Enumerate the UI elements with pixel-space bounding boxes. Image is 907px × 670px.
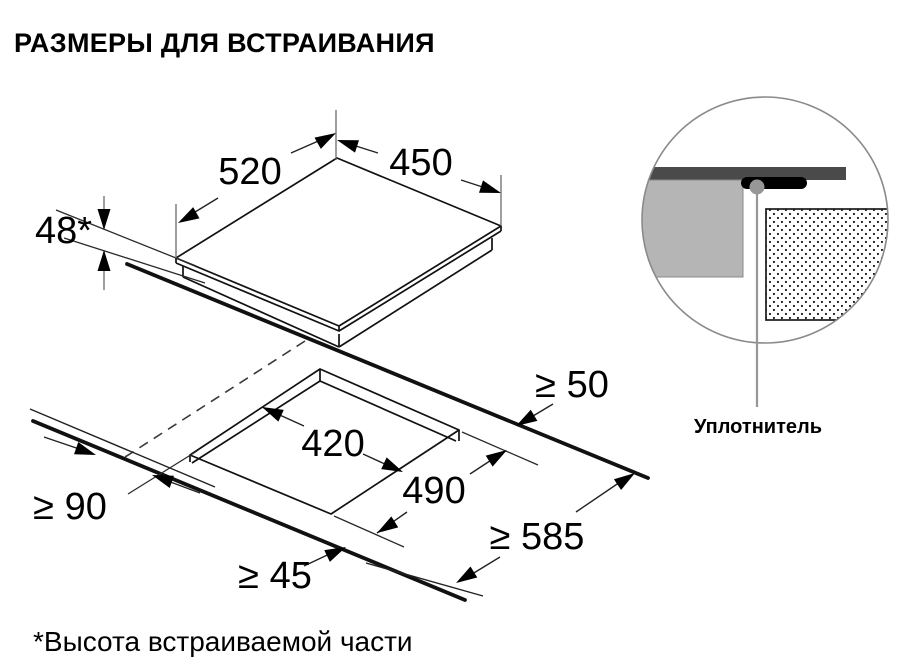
front-edge-extension — [365, 562, 484, 597]
worktop-cutout — [189, 368, 460, 515]
arrowhead-icon — [479, 180, 503, 200]
dim-585-label: ≥ 585 — [490, 516, 585, 558]
worktop-drawing — [29, 262, 650, 602]
dim-90-label: ≥ 90 — [33, 486, 107, 528]
dim-hob-depth: 450 — [335, 133, 503, 226]
dim-hob-width: 520 — [174, 110, 340, 258]
hob-drawing — [175, 157, 502, 348]
dim-cutout-depth: 420 — [259, 401, 406, 478]
dim-height-label: 48* — [35, 210, 92, 252]
callout-point — [749, 179, 765, 195]
worktop-back-edge — [125, 262, 650, 480]
arrowhead-icon — [97, 250, 111, 271]
cutout-inner-walls — [189, 369, 460, 464]
seal-detail-view: Уплотнитель — [641, 96, 889, 438]
dim-built-in-height: 48* — [35, 196, 206, 290]
dim-490-label: 490 — [402, 470, 465, 512]
footnote: *Высота встраиваемой части — [33, 626, 413, 657]
worktop-section-hatched — [765, 208, 888, 321]
arrowhead-icon — [174, 207, 200, 229]
extension-line — [63, 237, 206, 284]
dimension-line — [43, 436, 201, 494]
dim-front-clearance: ≥ 45 — [238, 541, 349, 597]
hob-plate-section — [642, 167, 846, 180]
hob-glass-edge — [175, 226, 502, 332]
drop-in-alignment-dashed-line — [121, 340, 306, 460]
page-title: РАЗМЕРЫ ДЛЯ ВСТРАИВАНИЯ — [14, 28, 435, 58]
dim-450-label: 450 — [389, 142, 452, 184]
extension-line — [55, 209, 197, 267]
seal-label: Уплотнитель — [694, 416, 822, 438]
dim-520-label: 520 — [218, 151, 281, 193]
hob-body — [182, 238, 493, 348]
hob-body-section — [642, 179, 744, 278]
dim-cutout-width: 490 — [333, 431, 539, 548]
dim-rear-clearance: ≥ 50 — [512, 364, 609, 432]
arrowhead-icon — [259, 401, 284, 422]
dim-50-label: ≥ 50 — [535, 364, 609, 406]
extension-ticks — [175, 110, 337, 258]
dim-420-label: 420 — [301, 423, 364, 465]
dim-45-label: ≥ 45 — [238, 555, 312, 597]
dim-worktop-depth: ≥ 585 — [452, 467, 639, 589]
arrowhead-icon — [452, 566, 478, 589]
dim-side-clearance: ≥ 90 — [33, 436, 201, 528]
detail-circle-outline — [641, 96, 889, 344]
extension-line — [127, 450, 198, 495]
arrowhead-icon — [335, 133, 359, 153]
worktop-front-top-line — [29, 408, 216, 488]
extension-lines — [333, 431, 539, 548]
